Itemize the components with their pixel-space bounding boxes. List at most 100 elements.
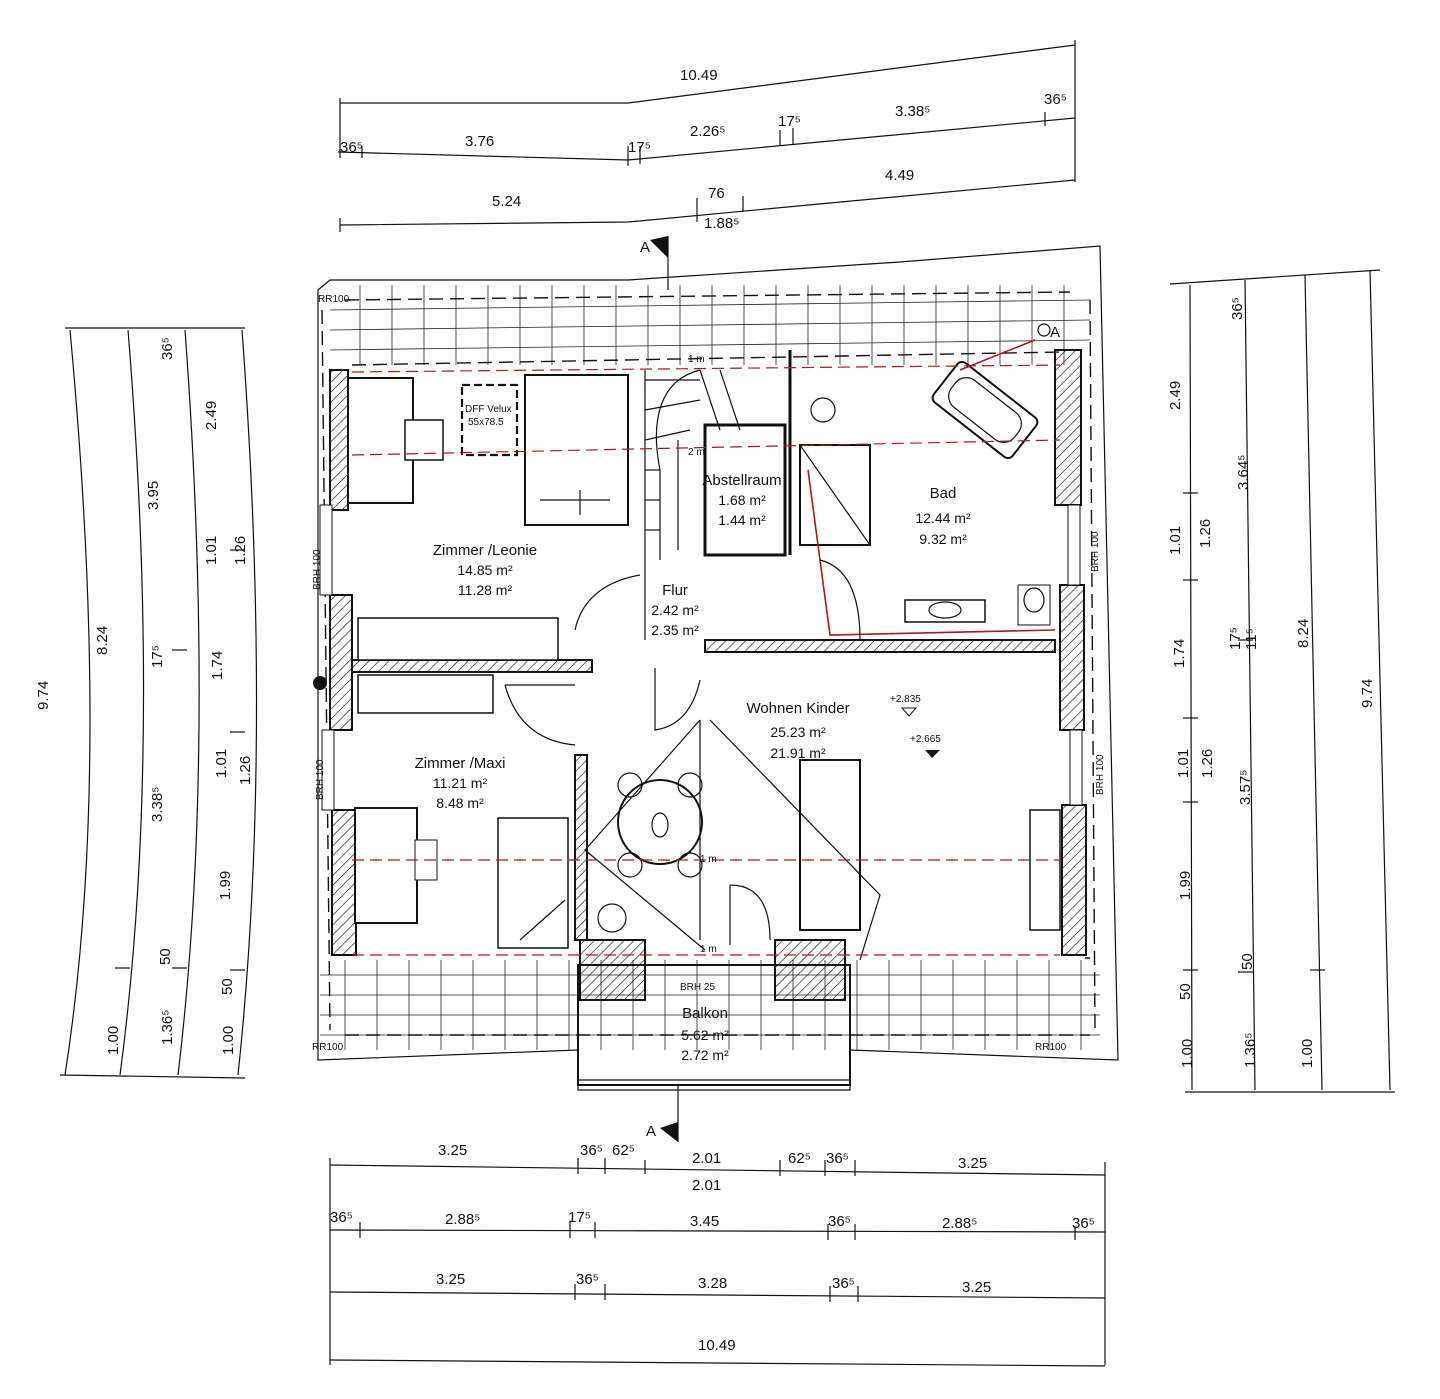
dim-left-c3-0: 3.95 bbox=[145, 481, 162, 510]
room-wohnen-area1: 25.23 m² bbox=[770, 724, 826, 740]
roof-tiles-top bbox=[329, 299, 1091, 351]
dim-bot-overall: 10.49 bbox=[698, 1337, 736, 1354]
section-mark-bottom: A bbox=[646, 1085, 679, 1142]
rr-label-bottom-left: RR100 bbox=[312, 1042, 344, 1053]
dim-right-c2-1: 1.26 bbox=[1199, 749, 1216, 778]
brh-label-right-2: BRH 100 bbox=[1095, 754, 1106, 795]
dim-left-c3-5: 36⁵ bbox=[159, 337, 176, 360]
dim-right-c3-2: 17⁵ bbox=[1227, 627, 1244, 650]
brh-label-left-1: BRH 100 bbox=[312, 549, 323, 590]
brh-label-left-2: BRH 100 bbox=[315, 759, 326, 800]
velux-label-2: 55x78.5 bbox=[468, 417, 504, 428]
section-mark-right: A bbox=[1037, 323, 1060, 341]
room-maxi-name: Zimmer /Maxi bbox=[415, 755, 506, 772]
dim-bot-r1b: 2.01 bbox=[692, 1177, 721, 1194]
room-labels: Zimmer /Leonie 14.85 m² 11.28 m² Abstell… bbox=[415, 472, 971, 1063]
dim-top-r2-3: 2.26⁵ bbox=[690, 123, 725, 140]
room-abstell-name: Abstellraum bbox=[702, 472, 781, 489]
rr-label-top-left: RR100 bbox=[318, 294, 350, 305]
section-top-label: A bbox=[640, 239, 650, 256]
dim-right-c2-2: 3.57⁵ bbox=[1237, 770, 1254, 805]
dim-top-r3-0: 5.24 bbox=[492, 193, 521, 210]
dim-bot-r2-5: 2.88⁵ bbox=[942, 1215, 977, 1232]
room-maxi-area2: 8.48 m² bbox=[436, 795, 484, 811]
dim-right-c4-1: 1.00 bbox=[1299, 1039, 1316, 1068]
section-mark-top: A bbox=[640, 236, 669, 290]
dim-bot-r2-4: 36⁵ bbox=[828, 1213, 851, 1230]
dim-left-c3-2: 3.38⁵ bbox=[149, 787, 166, 822]
velux-label-1: DFF Velux bbox=[465, 404, 512, 415]
misc-labels: RR100 RR100 RR100 BRH 100 BRH 100 BRH 10… bbox=[312, 294, 1106, 1053]
dim-left-c4-4: 1.01 bbox=[213, 749, 230, 778]
dining-table bbox=[617, 772, 703, 878]
dim-top-r2-0: 36⁵ bbox=[340, 139, 363, 156]
dim-right-c1-6: 1.00 bbox=[1179, 1039, 1196, 1068]
dim-right-c5-0: 9.74 bbox=[1359, 679, 1376, 708]
room-bad-area1: 12.44 m² bbox=[915, 510, 971, 526]
room-leonie-area1: 14.85 m² bbox=[457, 562, 513, 578]
dim-bot-r2-3: 3.45 bbox=[690, 1213, 719, 1230]
dim-left-c4-0: 2.49 bbox=[203, 401, 220, 430]
dim-top-r2-5: 3.38⁵ bbox=[895, 103, 930, 120]
dim-top-r3-3: 4.49 bbox=[885, 167, 914, 184]
room-leonie-area2: 11.28 m² bbox=[458, 582, 513, 598]
room-flur-area2: 2.35 m² bbox=[651, 622, 699, 638]
dim-bot-r3-0: 3.25 bbox=[436, 1271, 465, 1288]
room-leonie-name: Zimmer /Leonie bbox=[433, 542, 537, 559]
section-bottom-label: A bbox=[646, 1123, 656, 1140]
dim-right-c1-5: 50 bbox=[1177, 983, 1194, 1000]
dim-top-r2-1: 3.76 bbox=[465, 133, 494, 150]
dim-left-c2-0: 8.24 bbox=[94, 626, 111, 655]
dim-right-c2-3: 50 bbox=[1239, 953, 1256, 970]
dim-left-c4-7: 50 bbox=[219, 978, 236, 995]
building bbox=[313, 245, 1119, 1091]
dim-left-c3-1: 17⁵ bbox=[149, 645, 166, 668]
level-label-2: +2.665 bbox=[910, 734, 941, 745]
dim-left-c2-1: 1.00 bbox=[105, 1026, 122, 1055]
room-balkon-name: Balkon bbox=[682, 1005, 728, 1022]
dim-bot-r2-6: 36⁵ bbox=[1072, 1215, 1095, 1232]
dim-top-r2-4: 17⁵ bbox=[778, 113, 801, 130]
rr-label-bottom-right: RR100 bbox=[1035, 1042, 1067, 1053]
dim-bot-r1-6: 3.25 bbox=[958, 1155, 987, 1172]
red-1m-label-bottom: 1 m bbox=[700, 944, 717, 955]
dim-bot-r1-0: 3.25 bbox=[438, 1142, 467, 1159]
dim-bot-r1-3: 2.01 bbox=[692, 1150, 721, 1167]
dim-bot-r3-1: 36⁵ bbox=[576, 1271, 599, 1288]
dim-bot-r1-1: 36⁵ bbox=[580, 1142, 603, 1159]
room-balkon-area2: 2.72 m² bbox=[681, 1047, 729, 1063]
dimension-top: 10.49 36⁵ 3.76 17⁵ 2.26⁵ 17⁵ 3.38⁵ 36⁵ 5… bbox=[337, 40, 1076, 232]
section-right-label: A bbox=[1050, 324, 1060, 341]
dim-left-c3-3: 50 bbox=[157, 948, 174, 965]
room-abstell-area2: 1.44 m² bbox=[718, 512, 766, 528]
dim-left-c3-4: 1.36⁵ bbox=[159, 1010, 176, 1045]
room-maxi-area1: 11.21 m² bbox=[433, 775, 488, 791]
staircase bbox=[644, 369, 741, 640]
dim-left-c4-2: 1.26 bbox=[232, 536, 249, 565]
brh-label-right-1: BRH 100 bbox=[1090, 531, 1101, 572]
dim-left-c4-8: 1.00 bbox=[220, 1026, 237, 1055]
dim-right-c3-0: 36⁵ bbox=[1229, 297, 1246, 320]
dim-left-c4-3: 1.74 bbox=[209, 651, 226, 680]
dim-bot-r3-3: 36⁵ bbox=[832, 1275, 855, 1292]
dim-right-c1-1: 1.01 bbox=[1167, 526, 1184, 555]
dim-right-c3-3: 11⁵ bbox=[1243, 628, 1260, 650]
room-wohnen-name: Wohnen Kinder bbox=[746, 700, 849, 717]
dim-bot-r3-4: 3.25 bbox=[962, 1279, 991, 1296]
dim-top-r3-1: 76 bbox=[708, 185, 725, 202]
dim-right-c1-0: 2.49 bbox=[1167, 381, 1184, 410]
dimension-right: 2.49 1.01 1.74 1.01 1.99 50 1.00 1.26 1.… bbox=[1167, 269, 1395, 1093]
level-label-1: +2.835 bbox=[890, 694, 921, 705]
dim-bot-r1-5: 36⁵ bbox=[826, 1150, 849, 1167]
room-bad-area2: 9.32 m² bbox=[919, 531, 967, 547]
dim-bot-r1-4: 62⁵ bbox=[788, 1150, 811, 1167]
room-bad-name: Bad bbox=[930, 485, 957, 502]
red-2m-label: 2 m bbox=[688, 447, 705, 458]
dim-bot-r3-2: 3.28 bbox=[698, 1275, 727, 1292]
room-flur-name: Flur bbox=[662, 582, 688, 599]
dim-right-c1-3: 1.01 bbox=[1175, 749, 1192, 778]
dim-left-c4-1: 1.01 bbox=[203, 536, 220, 565]
dim-bot-r2-2: 17⁵ bbox=[568, 1209, 591, 1226]
dim-bot-r2-1: 2.88⁵ bbox=[445, 1211, 480, 1228]
